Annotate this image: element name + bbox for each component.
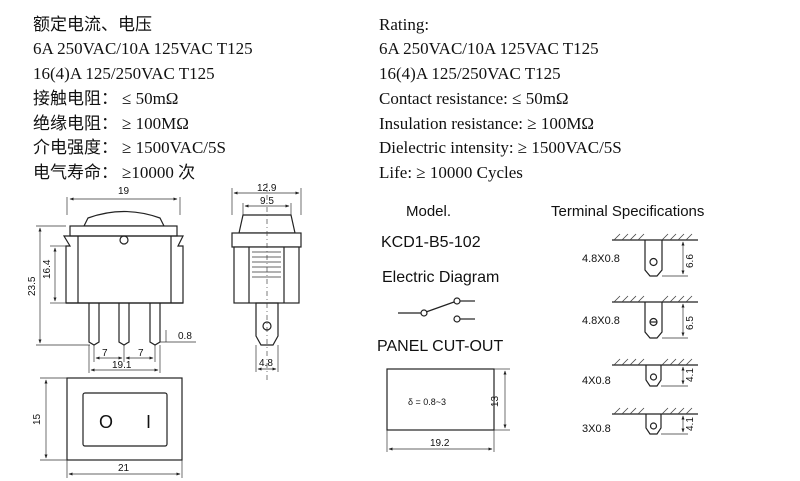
life-en: Life: ≥ 10000 Cycles <box>379 163 523 182</box>
terminal-item: 4.1 3X0.8 <box>582 407 698 435</box>
dielectric-intensity-en: Dielectric intensity: ≥ 1500VAC/5S <box>379 138 622 157</box>
dim-cutout-width: 19.2 <box>430 438 450 449</box>
terminal-1-size: 4.8X0.8 <box>582 253 620 265</box>
dim-side-inner-width: 9.5 <box>260 196 274 207</box>
dim-width-top: 19 <box>118 186 130 197</box>
terminal-3-length: 4.1 <box>685 368 696 382</box>
terminal-4-length: 4.1 <box>685 417 696 431</box>
dim-height-total: 23.5 <box>27 276 38 296</box>
rating-line1-cn: 6A 250VAC/10A 125VAC T125 <box>33 39 253 58</box>
life-value-cn: ≥10000 次 <box>122 163 195 182</box>
dim-terminal-width: 4.8 <box>259 358 273 369</box>
panel-thickness: δ = 0.8~3 <box>408 397 446 407</box>
terminal-1-length: 6.6 <box>685 254 696 268</box>
top-view-drawing: O I 15 21 <box>32 377 183 478</box>
dielectric-value-cn: ≥ 1500VAC/5S <box>122 138 226 157</box>
rating-line2-en: 16(4)A 125/250VAC T125 <box>379 64 561 83</box>
terminal-2-size: 4.8X0.8 <box>582 315 620 327</box>
terminal-3-size: 4X0.8 <box>582 375 611 387</box>
symbol-on: I <box>146 412 151 432</box>
front-view-drawing: 19 23.5 16.4 7 7 0.8 <box>27 186 196 373</box>
electric-diagram-symbol <box>398 297 475 323</box>
dim-top-height: 15 <box>32 413 43 425</box>
insulation-label-cn: 绝缘电阻： <box>33 114 118 133</box>
symbol-off: O <box>99 412 113 432</box>
spec-block-english: Rating: 6A 250VAC/10A 125VAC T125 16(4)A… <box>379 15 622 182</box>
dim-cutout-height: 13 <box>490 395 501 407</box>
contact-label-cn: 接触电阻： <box>33 89 118 108</box>
rating-label-cn: 额定电流、电压 <box>33 15 152 34</box>
electric-diagram-heading: Electric Diagram <box>382 269 499 286</box>
dim-side-outer-width: 12.9 <box>257 183 277 194</box>
dim-pin-spacing-right: 7 <box>138 348 144 359</box>
rating-label-en: Rating: <box>379 15 429 34</box>
terminal-item: 6.6 4.8X0.8 <box>582 233 698 277</box>
insulation-resistance-en: Insulation resistance: ≥ 100MΩ <box>379 114 594 133</box>
terminal-item: 4.1 4X0.8 <box>582 358 698 387</box>
terminal-2-length: 6.5 <box>685 316 696 330</box>
contact-value-cn: ≤ 50mΩ <box>122 89 178 108</box>
model-heading: Model. <box>406 203 451 220</box>
life-label-cn: 电气寿命： <box>33 163 118 182</box>
dielectric-label-cn: 介电强度： <box>33 138 118 157</box>
terminal-4-size: 3X0.8 <box>582 423 611 435</box>
rating-line2-cn: 16(4)A 125/250VAC T125 <box>33 64 215 83</box>
contact-resistance-en: Contact resistance: ≤ 50mΩ <box>379 89 569 108</box>
dim-pin-spacing-left: 7 <box>102 348 108 359</box>
dim-pin-thickness: 0.8 <box>178 331 192 342</box>
side-view-ribs <box>252 251 281 278</box>
side-view-drawing: 12.9 9.5 4.8 <box>231 183 302 380</box>
insulation-value-cn: ≥ 100MΩ <box>122 114 189 133</box>
panel-cutout-heading: PANEL CUT-OUT <box>377 338 503 355</box>
rating-line1-en: 6A 250VAC/10A 125VAC T125 <box>379 39 599 58</box>
dim-height-body: 16.4 <box>42 259 53 279</box>
terminal-item: 6.5 4.8X0.8 <box>582 295 698 339</box>
spec-block-chinese: 额定电流、电压 6A 250VAC/10A 125VAC T125 16(4)A… <box>33 15 253 182</box>
dim-pin-span: 19.1 <box>112 360 132 371</box>
terminal-spec-heading: Terminal Specifications <box>551 203 704 220</box>
model-value: KCD1-B5-102 <box>381 234 481 251</box>
panel-cutout-drawing: δ = 0.8~3 13 19.2 <box>386 368 510 452</box>
dim-top-width: 21 <box>118 463 130 474</box>
terminal-list: 6.6 4.8X0.8 6.5 4.8X0.8 <box>582 233 698 435</box>
